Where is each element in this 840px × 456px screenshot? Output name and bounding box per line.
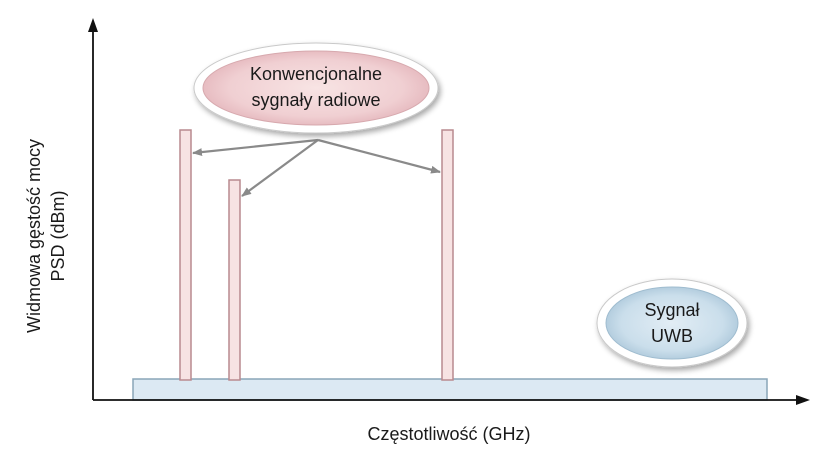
- uwb-band: [132, 378, 768, 401]
- narrowband-signal-bar-1: [179, 129, 192, 381]
- y-axis-arrowhead: [88, 18, 98, 32]
- y-axis-label-line1: Widmowa gęstość mocy: [24, 139, 44, 333]
- x-axis-label: Częstotliwość (GHz): [367, 424, 530, 444]
- pointer-arrow-3: [317, 138, 441, 174]
- narrowband-signal-bar-2: [228, 179, 241, 381]
- y-axis-label-line2: PSD (dBm): [48, 190, 68, 281]
- conventional-callout-line2: sygnały radiowe: [251, 90, 380, 110]
- x-axis-arrowhead: [796, 395, 810, 405]
- pointer-arrow-2: [241, 139, 319, 197]
- conventional-callout-line1: Konwencjonalne: [250, 64, 382, 84]
- conventional-signals-callout: [202, 50, 430, 126]
- uwb-callout: [605, 286, 739, 360]
- uwb-callout-line2: UWB: [651, 326, 693, 346]
- narrowband-signal-bar-3: [441, 129, 454, 381]
- pointer-arrow-1: [192, 138, 319, 157]
- uwb-callout-line1: Sygnał: [644, 300, 699, 320]
